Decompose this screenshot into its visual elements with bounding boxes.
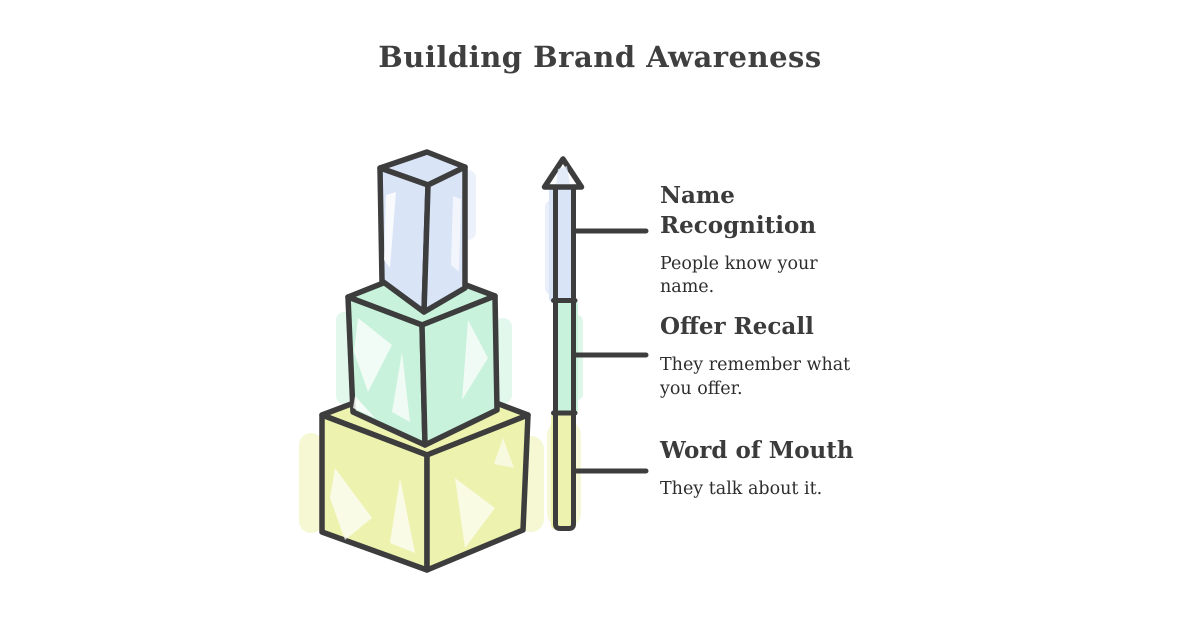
level-3-heading: Word of Mouth — [660, 437, 854, 464]
marker-streak — [494, 438, 514, 468]
marker-streak — [330, 468, 372, 540]
marker-streak — [390, 478, 415, 553]
marker-streaks — [330, 438, 514, 553]
level-3-description: They talk about it. — [660, 478, 823, 499]
level2-box — [345, 293, 500, 448]
marker-streaks — [384, 192, 461, 272]
growth-arrow — [541, 156, 585, 531]
level-2-label: Offer Recall They remember what you offe… — [660, 312, 875, 401]
level-1-description: People know your name. — [660, 253, 818, 298]
level3-box — [319, 412, 531, 573]
marker-streak — [353, 396, 375, 418]
level-1-heading: Name Recognition — [660, 182, 817, 239]
level1-box — [377, 149, 468, 315]
arrow-segment-level1 — [549, 186, 572, 302]
marker-streak — [451, 196, 461, 272]
marker-streak — [384, 192, 396, 268]
box-tower — [319, 149, 531, 573]
level2-box-right-face — [419, 293, 500, 448]
marker-spill — [299, 433, 323, 533]
level-1-label: Name Recognition People know your name. — [660, 181, 870, 300]
marker-streaks — [353, 318, 488, 422]
level-3-label: Word of Mouth They talk about it. — [660, 436, 875, 502]
level-2-description: They remember what you offer. — [660, 354, 851, 399]
arrow-shaft-outline — [553, 187, 576, 531]
arrow-head-streak — [556, 166, 570, 184]
page-title: Building Brand Awareness — [378, 40, 822, 74]
level-2-heading: Offer Recall — [660, 313, 814, 340]
marker-streak — [354, 318, 392, 392]
marker-streak — [455, 478, 495, 548]
marker-streak — [392, 352, 410, 422]
connector-lines — [571, 228, 649, 474]
diagram-artwork — [299, 149, 649, 573]
marker-streak — [462, 320, 488, 400]
